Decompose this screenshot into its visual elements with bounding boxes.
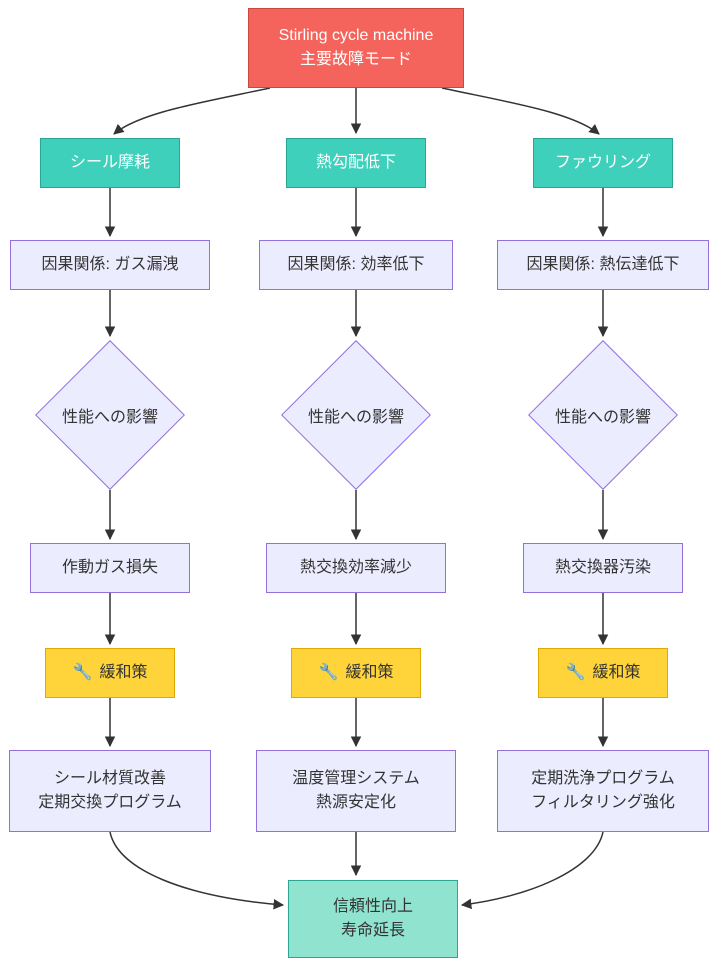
failure-mode-label: 熱勾配低下	[315, 154, 396, 171]
node-plan-1: シール材質改善 定期交換プログラム	[9, 750, 211, 832]
outcome-line2: 寿命延長	[340, 922, 405, 939]
node-causal-relation-3: 因果関係: 熱伝達低下	[497, 240, 709, 290]
causal-relation-label: 因果関係: ガス漏洩	[41, 256, 179, 273]
decision-label: 性能への影響	[61, 409, 158, 426]
node-causal-relation-2: 因果関係: 効率低下	[259, 240, 453, 290]
failure-mode-label: ファウリング	[554, 154, 651, 171]
effect-label: 作動ガス損失	[61, 559, 158, 576]
node-decision-2: 性能への影響	[281, 340, 431, 490]
plan-line2: 熱源安定化	[315, 794, 396, 811]
causal-relation-label: 因果関係: 熱伝達低下	[526, 256, 680, 273]
causal-relation-label: 因果関係: 効率低下	[287, 256, 425, 273]
node-outcome: 信頼性向上 寿命延長	[288, 880, 458, 958]
root-title-line2: 主要故障モード	[299, 51, 412, 68]
node-decision-3: 性能への影響	[528, 340, 678, 490]
node-failure-mode-3: ファウリング	[533, 138, 673, 188]
decision-label: 性能への影響	[554, 409, 651, 426]
wrench-icon: 🔧	[565, 664, 586, 681]
node-failure-mode-1: シール摩耗	[40, 138, 180, 188]
node-effect-1: 作動ガス損失	[30, 543, 190, 593]
node-causal-relation-1: 因果関係: ガス漏洩	[10, 240, 210, 290]
mitigation-label: 緩和策	[345, 664, 394, 681]
node-mitigation-1: 🔧 緩和策	[45, 648, 175, 698]
plan-line2: フィルタリング強化	[531, 794, 675, 811]
edge-root-to-failure-1	[113, 87, 271, 135]
node-mitigation-3: 🔧 緩和策	[538, 648, 668, 698]
edge-plan-to-outcome-1	[109, 831, 285, 910]
mitigation-label: 緩和策	[99, 664, 148, 681]
node-mitigation-2: 🔧 緩和策	[291, 648, 421, 698]
failure-mode-label: シール摩耗	[69, 154, 150, 171]
effect-label: 熱交換効率減少	[299, 559, 412, 576]
effect-label: 熱交換器汚染	[554, 559, 651, 576]
edge-root-to-failure-3	[441, 87, 600, 135]
plan-line1: 定期洗浄プログラム	[531, 770, 675, 787]
wrench-icon: 🔧	[72, 664, 93, 681]
decision-label: 性能への影響	[307, 409, 404, 426]
node-effect-2: 熱交換効率減少	[266, 543, 446, 593]
node-plan-2: 温度管理システム 熱源安定化	[256, 750, 456, 832]
plan-line1: 温度管理システム	[292, 770, 420, 787]
node-decision-1: 性能への影響	[35, 340, 185, 490]
node-failure-mode-2: 熱勾配低下	[286, 138, 426, 188]
plan-line2: 定期交換プログラム	[38, 794, 182, 811]
root-title-line1: Stirling cycle machine	[278, 27, 434, 44]
edge-plan-to-outcome-3	[460, 831, 604, 910]
node-plan-3: 定期洗浄プログラム フィルタリング強化	[497, 750, 709, 832]
wrench-icon: 🔧	[318, 664, 339, 681]
mitigation-label: 緩和策	[592, 664, 641, 681]
plan-line1: シール材質改善	[53, 770, 166, 787]
node-root-failure-modes: Stirling cycle machine 主要故障モード	[248, 8, 464, 88]
outcome-line1: 信頼性向上	[332, 898, 413, 915]
node-effect-3: 熱交換器汚染	[523, 543, 683, 593]
